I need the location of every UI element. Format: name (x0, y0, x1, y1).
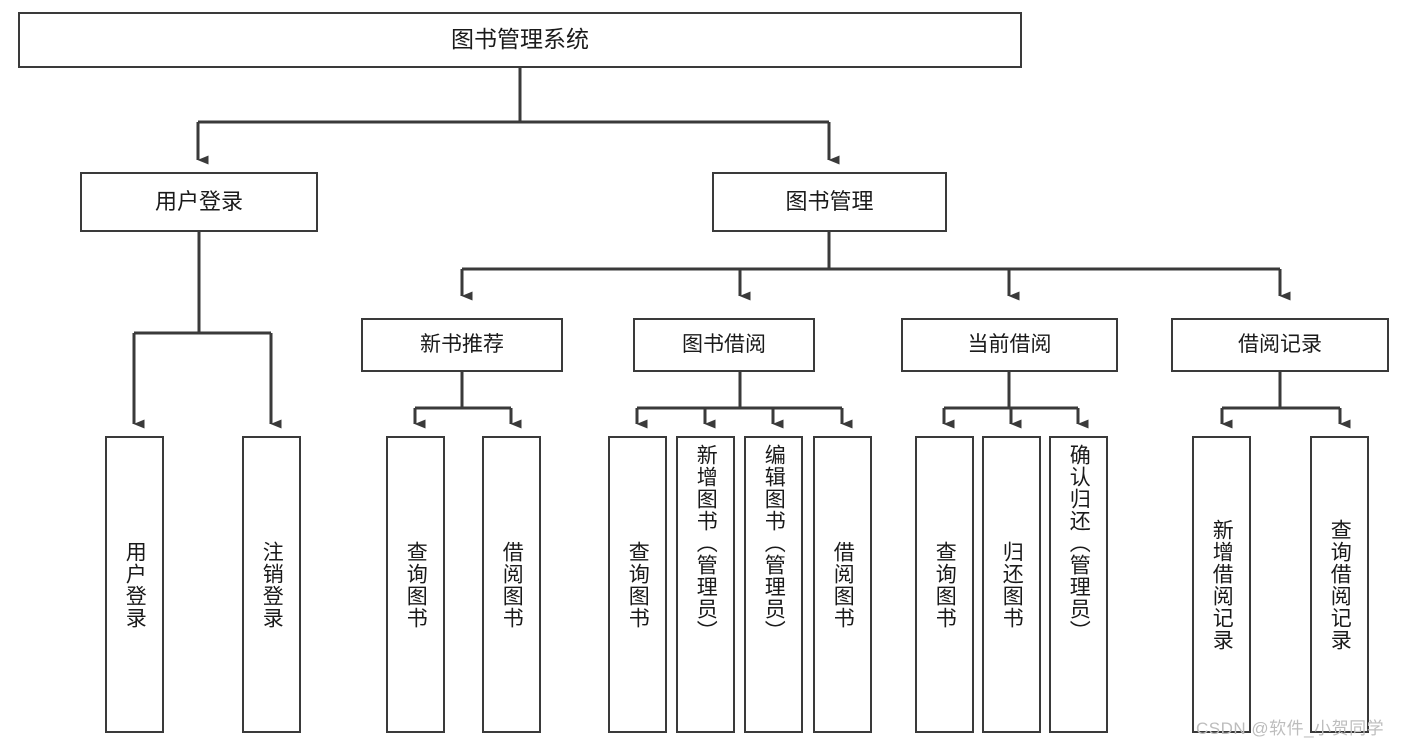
node-label: 查询图书 (933, 540, 957, 629)
leaf-current-borrow-return[interactable]: 归还图书 (982, 436, 1041, 733)
node-label: 新增借阅记录 (1210, 518, 1234, 651)
node-label: 新书推荐 (420, 333, 504, 357)
csdn-watermark: CSDN @软件_小贺同学 (1196, 719, 1385, 738)
node-label: 编辑图书（管理员） (762, 444, 786, 642)
node-current-borrow[interactable]: 当前借阅 (901, 318, 1118, 372)
node-label: 借阅记录 (1238, 333, 1322, 357)
node-label: 注销登录 (260, 540, 284, 629)
node-label: 图书借阅 (682, 333, 766, 357)
leaf-book-borrow-query[interactable]: 查询图书 (608, 436, 667, 733)
leaf-user-login-logout[interactable]: 注销登录 (242, 436, 301, 733)
leaf-current-borrow-confirm[interactable]: 确认归还（管理员） (1049, 436, 1108, 733)
node-new-book-recommend[interactable]: 新书推荐 (361, 318, 563, 372)
node-label: 用户登录 (154, 188, 243, 214)
leaf-borrow-record-query[interactable]: 查询借阅记录 (1310, 436, 1369, 733)
leaf-borrow-record-add[interactable]: 新增借阅记录 (1192, 436, 1251, 733)
node-label: 查询图书 (404, 540, 428, 629)
node-label: 图书管理系统 (451, 26, 589, 53)
node-label: 当前借阅 (967, 333, 1052, 357)
node-label: 查询图书 (626, 540, 650, 629)
node-label: 确认归还（管理员） (1067, 444, 1091, 642)
leaf-book-borrow-borrow[interactable]: 借阅图书 (813, 436, 872, 733)
node-borrow-record[interactable]: 借阅记录 (1171, 318, 1389, 372)
node-label: 查询借阅记录 (1328, 518, 1352, 651)
leaf-new-book-query[interactable]: 查询图书 (386, 436, 445, 733)
leaf-book-borrow-edit[interactable]: 编辑图书（管理员） (744, 436, 803, 733)
node-label: 用户登录 (123, 540, 147, 629)
node-book-borrow[interactable]: 图书借阅 (633, 318, 815, 372)
node-label: 图书管理 (785, 188, 874, 214)
node-label: 归还图书 (1000, 540, 1024, 629)
leaf-book-borrow-add[interactable]: 新增图书（管理员） (676, 436, 735, 733)
leaf-user-login-login[interactable]: 用户登录 (105, 436, 164, 733)
node-label: 新增图书（管理员） (694, 444, 718, 642)
node-book-management[interactable]: 图书管理 (712, 172, 947, 232)
node-label: 借阅图书 (500, 540, 524, 629)
leaf-current-borrow-query[interactable]: 查询图书 (915, 436, 974, 733)
node-label: 借阅图书 (831, 540, 855, 629)
leaf-new-book-borrow[interactable]: 借阅图书 (482, 436, 541, 733)
node-user-login[interactable]: 用户登录 (80, 172, 318, 232)
node-root-book-management-system[interactable]: 图书管理系统 (18, 12, 1022, 68)
